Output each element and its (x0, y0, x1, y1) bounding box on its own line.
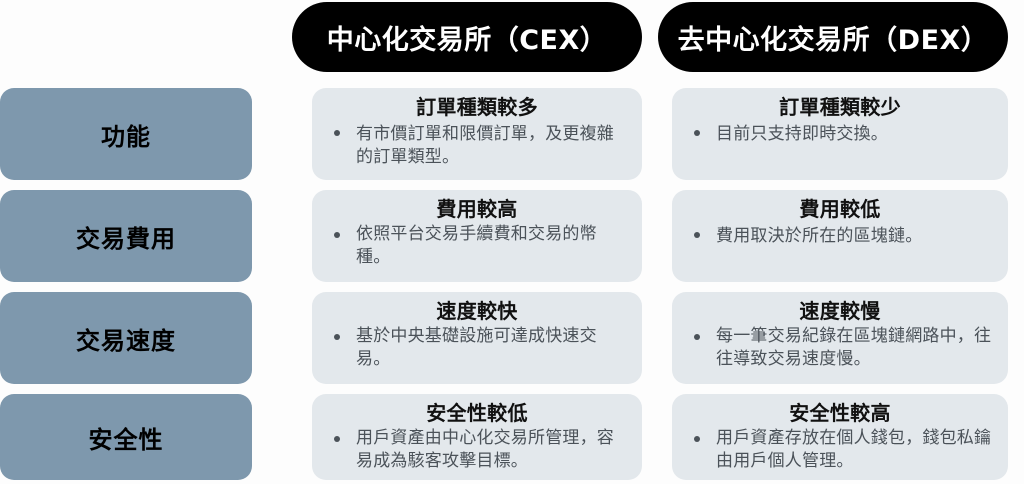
cell-bullet-list: 費用取決於所在的區塊鏈。 (686, 223, 994, 276)
row-label-chip: 交易速度 (0, 292, 252, 384)
list-item: 每一筆交易紀錄在區塊鏈網路中，往往導致交易速度慢。 (686, 325, 994, 372)
list-item-text: 用戶資產由中心化交易所管理，容易成為駭客攻擊目標。 (356, 428, 614, 472)
list-item: 費用取決於所在的區塊鏈。 (686, 223, 994, 248)
list-item-text: 用戶資產存放在個人錢包，錢包私鑰由用戶個人管理。 (716, 428, 992, 472)
bullet-dot-icon (694, 231, 700, 238)
cell-bullet-list: 用戶資產由中心化交易所管理，容易成為駭客攻擊目標。 (326, 427, 628, 474)
cell-cex: 安全性較低 用戶資產由中心化交易所管理，容易成為駭客攻擊目標。 (312, 394, 642, 480)
cell-title: 訂單種類較少 (779, 95, 901, 119)
cell-dex: 安全性較高 用戶資產存放在個人錢包，錢包私鑰由用戶個人管理。 (672, 394, 1008, 480)
column-header-cex-label: 中心化交易所（CEX） (326, 24, 608, 56)
bullet-dot-icon (694, 435, 700, 442)
bullet-dot-icon (694, 129, 700, 136)
list-item-text: 費用取決於所在的區塊鏈。 (716, 226, 923, 246)
table-row: 交易費用 費用較高 依照平台交易手續費和交易的幣種。 費用較低 費用取決於所在的… (0, 190, 1024, 282)
table-row: 安全性 安全性較低 用戶資產由中心化交易所管理，容易成為駭客攻擊目標。 安全性較… (0, 394, 1024, 480)
cell-bullet-list: 有市價訂單和限價訂單，及更複雜的訂單類型。 (326, 121, 628, 174)
row-label-text: 交易速度 (76, 326, 176, 355)
cell-title: 速度較慢 (799, 299, 881, 323)
cell-bullet-list: 基於中央基礎設施可達成快速交易。 (326, 325, 628, 378)
cell-dex: 訂單種類較少 目前只支持即時交換。 (672, 88, 1008, 180)
cell-title: 費用較低 (799, 197, 881, 221)
cell-cex: 訂單種類較多 有市價訂單和限價訂單，及更複雜的訂單類型。 (312, 88, 642, 180)
table-row: 交易速度 速度較快 基於中央基礎設施可達成快速交易。 速度較慢 每一筆交易紀錄在… (0, 292, 1024, 384)
row-label-text: 安全性 (88, 425, 164, 454)
row-label-chip: 交易費用 (0, 190, 252, 282)
cell-cex: 速度較快 基於中央基礎設施可達成快速交易。 (312, 292, 642, 384)
cell-dex: 費用較低 費用取決於所在的區塊鏈。 (672, 190, 1008, 282)
column-header-cex: 中心化交易所（CEX） (292, 2, 642, 72)
bullet-dot-icon (334, 231, 340, 238)
header-row: 中心化交易所（CEX） 去中心化交易所（DEX） (0, 2, 1024, 74)
cell-bullet-list: 依照平台交易手續費和交易的幣種。 (326, 223, 628, 276)
list-item: 用戶資產由中心化交易所管理，容易成為駭客攻擊目標。 (326, 427, 628, 474)
cell-title: 訂單種類較多 (416, 95, 538, 119)
column-header-dex: 去中心化交易所（DEX） (658, 2, 1008, 72)
list-item: 依照平台交易手續費和交易的幣種。 (326, 223, 628, 270)
list-item: 用戶資產存放在個人錢包，錢包私鑰由用戶個人管理。 (686, 427, 994, 474)
bullet-dot-icon (334, 129, 340, 136)
list-item-text: 每一筆交易紀錄在區塊鏈網路中，往往導致交易速度慢。 (716, 326, 992, 370)
cell-title: 費用較高 (436, 197, 518, 221)
bullet-dot-icon (694, 333, 700, 340)
list-item-text: 目前只支持即時交換。 (716, 124, 888, 144)
list-item-text: 基於中央基礎設施可達成快速交易。 (356, 326, 597, 370)
row-label-chip: 功能 (0, 88, 252, 180)
row-label-text: 功能 (101, 122, 151, 151)
cell-bullet-list: 每一筆交易紀錄在區塊鏈網路中，往往導致交易速度慢。 (686, 325, 994, 378)
cell-title: 安全性較低 (426, 401, 528, 425)
list-item-text: 依照平台交易手續費和交易的幣種。 (356, 224, 597, 268)
list-item: 目前只支持即時交換。 (686, 121, 994, 146)
cell-bullet-list: 目前只支持即時交換。 (686, 121, 994, 174)
list-item: 基於中央基礎設施可達成快速交易。 (326, 325, 628, 372)
row-label-text: 交易費用 (76, 224, 176, 253)
cell-bullet-list: 用戶資產存放在個人錢包，錢包私鑰由用戶個人管理。 (686, 427, 994, 474)
column-header-dex-label: 去中心化交易所（DEX） (677, 24, 989, 56)
row-label-chip: 安全性 (0, 394, 252, 480)
cell-cex: 費用較高 依照平台交易手續費和交易的幣種。 (312, 190, 642, 282)
list-item-text: 有市價訂單和限價訂單，及更複雜的訂單類型。 (356, 124, 614, 168)
table-row: 功能 訂單種類較多 有市價訂單和限價訂單，及更複雜的訂單類型。 訂單種類較少 目… (0, 88, 1024, 180)
bullet-dot-icon (334, 435, 340, 442)
cell-title: 安全性較高 (789, 401, 891, 425)
cell-title: 速度較快 (436, 299, 518, 323)
list-item: 有市價訂單和限價訂單，及更複雜的訂單類型。 (326, 121, 628, 170)
cell-dex: 速度較慢 每一筆交易紀錄在區塊鏈網路中，往往導致交易速度慢。 (672, 292, 1008, 384)
bullet-dot-icon (334, 333, 340, 340)
